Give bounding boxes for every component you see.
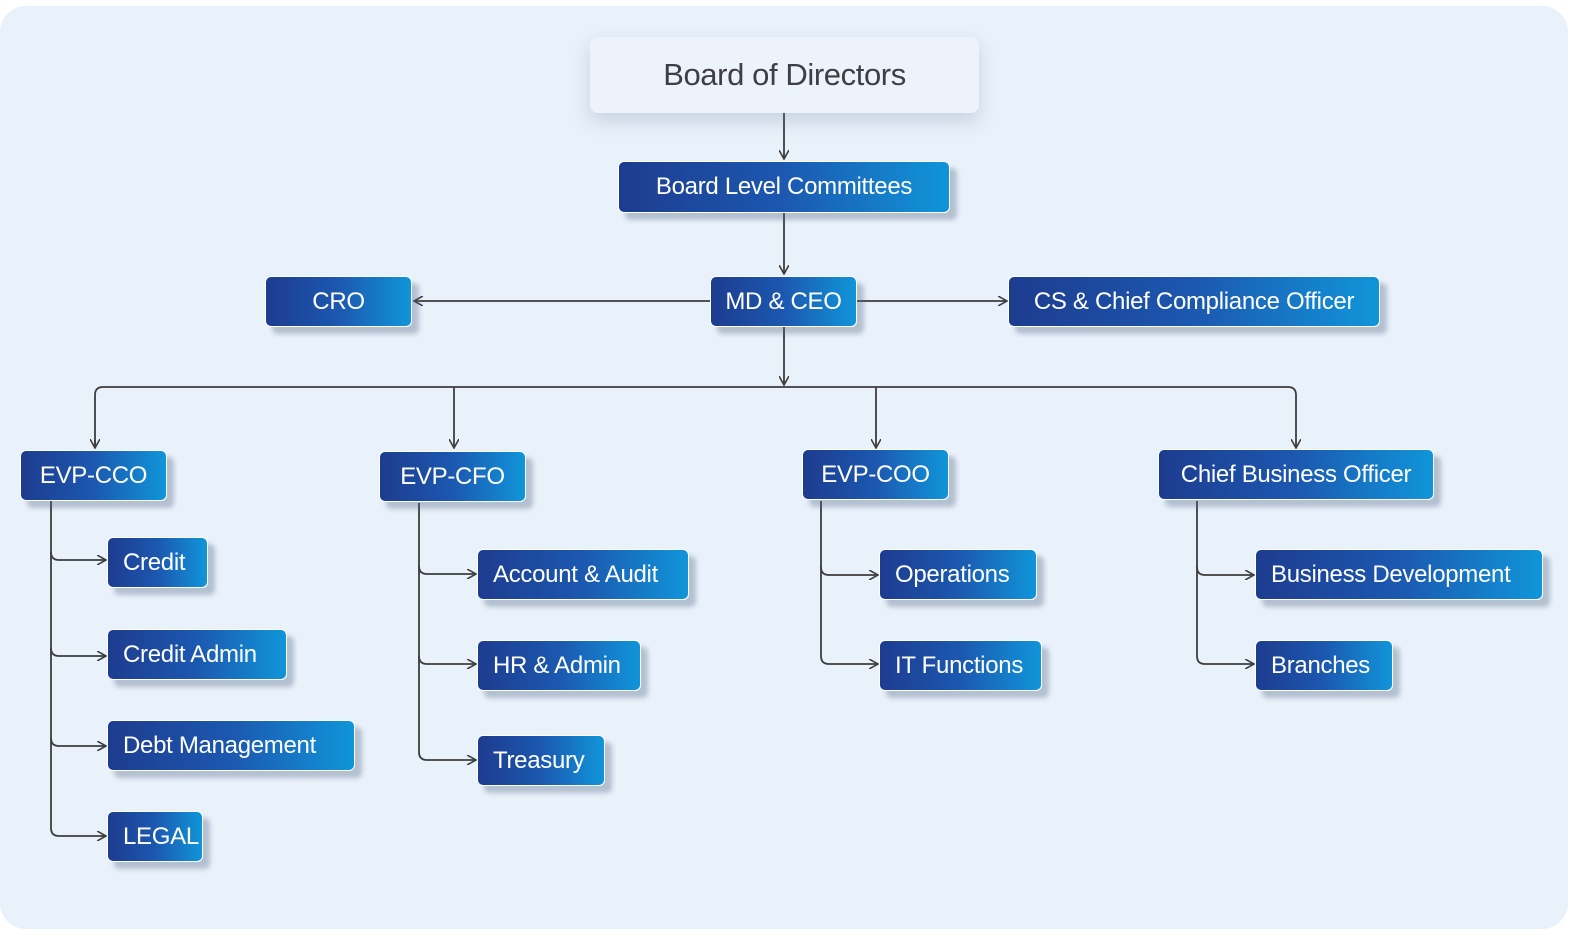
connector-cfo-account bbox=[418, 565, 476, 574]
board-level-committees-box: Board Level Committees bbox=[618, 161, 950, 213]
cs-chief-compliance-officer-box: CS & Chief Compliance Officer bbox=[1008, 276, 1380, 327]
cro-box: CRO bbox=[265, 276, 412, 327]
business-development-label: Business Development bbox=[1271, 560, 1511, 588]
evp-cco-box: EVP-CCO bbox=[20, 450, 167, 501]
account-audit-box: Account & Audit bbox=[477, 549, 689, 600]
debt-management-label: Debt Management bbox=[123, 731, 316, 759]
connector-cco-debt bbox=[50, 737, 106, 746]
cro-label: CRO bbox=[312, 287, 365, 315]
evp-cfo-label: EVP-CFO bbox=[400, 462, 505, 490]
evp-coo-label: EVP-COO bbox=[821, 460, 930, 488]
evp-coo-box: EVP-COO bbox=[802, 449, 949, 500]
credit-label: Credit bbox=[123, 548, 186, 576]
evp-cfo-box: EVP-CFO bbox=[379, 451, 526, 502]
it-functions-box: IT Functions bbox=[879, 640, 1042, 691]
account-audit-label: Account & Audit bbox=[493, 560, 658, 588]
evp-cco-label: EVP-CCO bbox=[39, 461, 148, 489]
business-development-box: Business Development bbox=[1255, 549, 1543, 600]
md-ceo-box: MD & CEO bbox=[710, 276, 857, 327]
connector-bus bbox=[94, 386, 1296, 448]
credit-admin-box: Credit Admin bbox=[107, 629, 287, 680]
it-functions-label: IT Functions bbox=[895, 651, 1024, 679]
credit-box: Credit bbox=[107, 537, 208, 588]
connector-coo-trunk bbox=[820, 501, 878, 664]
board-of-directors-label: Board of Directors bbox=[663, 57, 906, 92]
connector-cco-creditadmin bbox=[50, 647, 106, 656]
credit-admin-label: Credit Admin bbox=[123, 640, 257, 668]
connector-cbo-trunk bbox=[1196, 501, 1254, 664]
cs-chief-compliance-officer-label: CS & Chief Compliance Officer bbox=[1033, 287, 1355, 315]
chief-business-officer-label: Chief Business Officer bbox=[1180, 460, 1412, 488]
legal-box: LEGAL bbox=[107, 811, 203, 862]
connector-cbo-bizdev bbox=[1196, 566, 1254, 575]
treasury-label: Treasury bbox=[493, 746, 585, 774]
branches-box: Branches bbox=[1255, 640, 1393, 691]
legal-label: LEGAL bbox=[123, 822, 199, 850]
connector-cfo-trunk bbox=[418, 503, 476, 760]
board-of-directors-box: Board of Directors bbox=[590, 37, 979, 113]
connector-cfo-hr bbox=[418, 655, 476, 664]
connector-coo-ops bbox=[820, 566, 878, 575]
hr-admin-label: HR & Admin bbox=[493, 651, 621, 679]
operations-box: Operations bbox=[879, 549, 1037, 600]
connector-cco-credit bbox=[50, 551, 106, 560]
connector-cco-trunk bbox=[50, 501, 106, 836]
hr-admin-box: HR & Admin bbox=[477, 640, 641, 691]
md-ceo-label: MD & CEO bbox=[725, 287, 842, 315]
debt-management-box: Debt Management bbox=[107, 720, 355, 771]
chief-business-officer-box: Chief Business Officer bbox=[1158, 449, 1434, 500]
treasury-box: Treasury bbox=[477, 735, 605, 786]
board-level-committees-label: Board Level Committees bbox=[655, 173, 913, 200]
branches-label: Branches bbox=[1271, 651, 1370, 679]
operations-label: Operations bbox=[895, 560, 1010, 588]
